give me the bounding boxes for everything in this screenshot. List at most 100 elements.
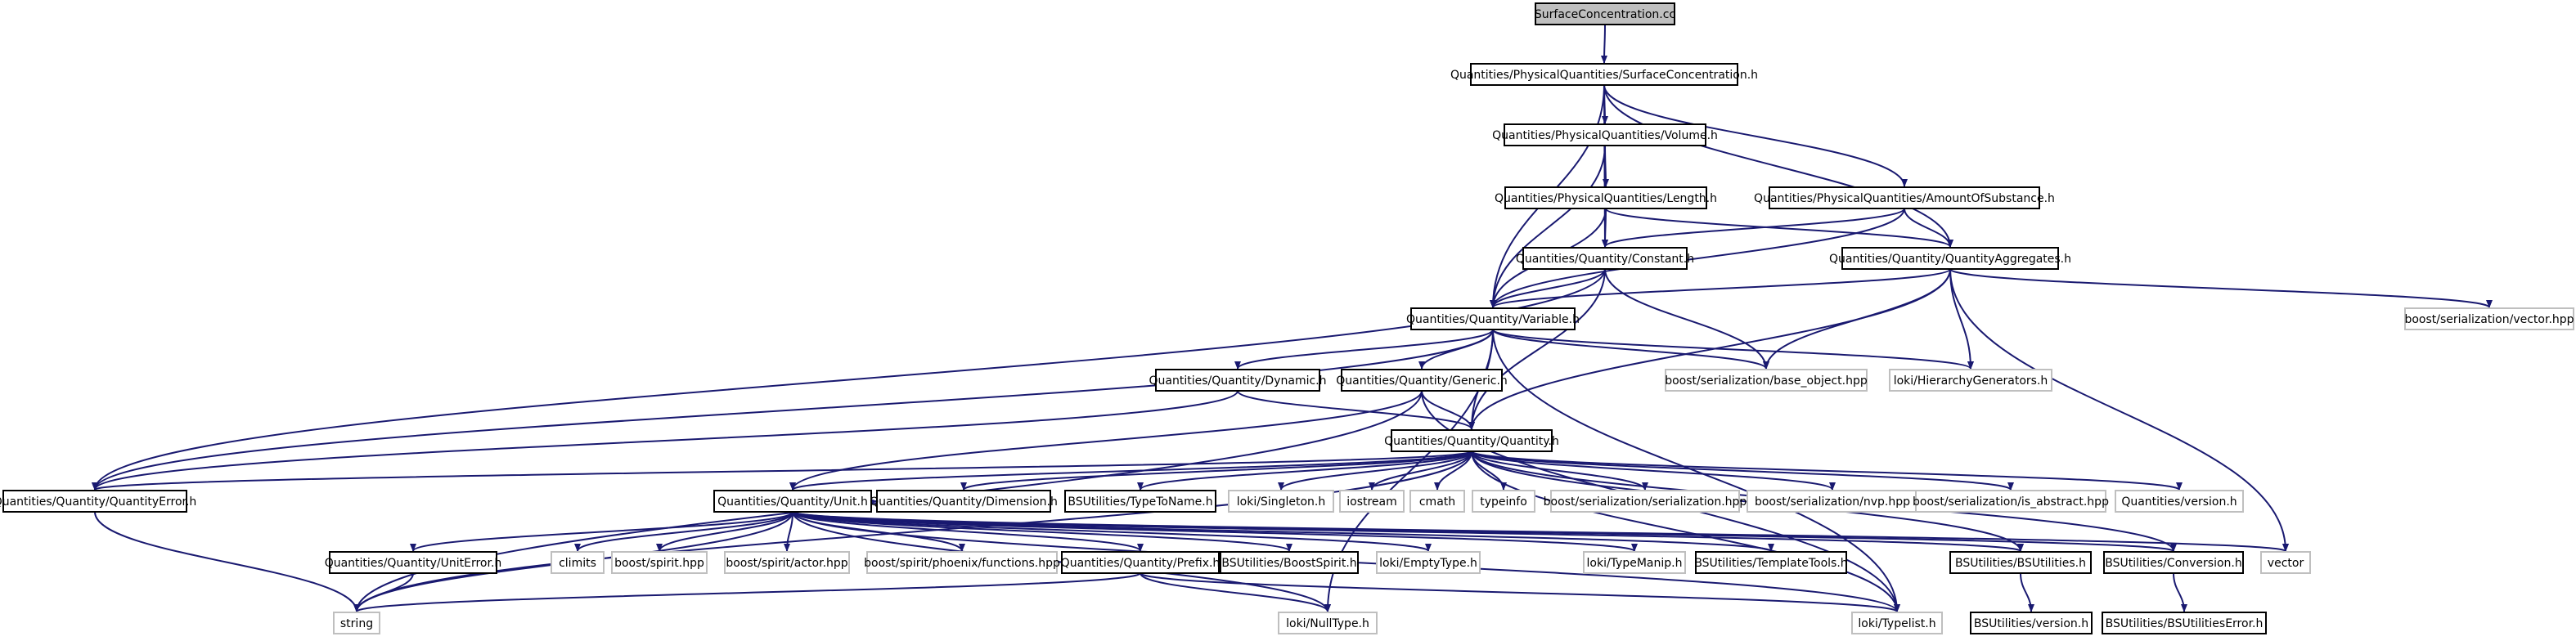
node-box bbox=[1064, 490, 1216, 513]
node-box bbox=[1220, 551, 1359, 574]
node-quantities-quantity-variable-h[interactable]: Quantities/Quantity/Variable.h bbox=[1406, 307, 1580, 330]
node-bsutilities-bsutilitieserror-h[interactable]: BSUtilities/BSUtilitiesError.h bbox=[2102, 612, 2267, 634]
edge-quantities-quantity-dynamic-h-to-quantities-quantity-quantity-h bbox=[1237, 390, 1475, 430]
node-boost-spirit-hpp: boost/spirit.hpp bbox=[611, 551, 708, 574]
node-loki-typelist-h: loki/Typelist.h bbox=[1851, 612, 1943, 634]
node-box bbox=[1665, 369, 1868, 392]
node-quantities-quantity-quantityaggregates-h[interactable]: Quantities/Quantity/QuantityAggregates.h bbox=[1829, 247, 2071, 270]
node-bsutilities-templatetools-h[interactable]: BSUtilities/TemplateTools.h bbox=[1694, 551, 1848, 574]
edge-quantities-quantity-unit-h-to-bsutilities-bsutilities-h bbox=[792, 511, 2024, 552]
node-label: boost/spirit/actor.hpp bbox=[726, 557, 847, 570]
node-boost-spirit-phoenix-functions-hpp: boost/spirit/phoenix/functions.hpp bbox=[864, 551, 1060, 574]
node-label: loki/EmptyType.h bbox=[1379, 557, 1477, 570]
edge-quantities-quantity-quantity-h-to-quantities-quantity-unit-h bbox=[789, 450, 1472, 491]
node-quantities-quantity-constant-h[interactable]: Quantities/Quantity/Constant.h bbox=[1516, 247, 1694, 270]
node-label: Quantities/Quantity/Variable.h bbox=[1406, 313, 1580, 326]
node-box bbox=[2, 490, 187, 513]
node-label: boost/serialization/vector.hpp bbox=[2404, 313, 2574, 326]
node-bsutilities-boostspirit-h[interactable]: BSUtilities/BoostSpirit.h bbox=[1220, 551, 1359, 574]
node-label: Quantities/Quantity/Generic.h bbox=[1336, 374, 1508, 388]
node-box bbox=[611, 551, 708, 574]
node-box bbox=[1583, 551, 1686, 574]
edge-quantities-quantity-quantity-h-to-quantities-version-h bbox=[1471, 450, 2183, 491]
node-label: boost/serialization/nvp.hpp bbox=[1755, 495, 1910, 509]
node-label: cmath bbox=[1419, 495, 1455, 509]
node-quantities-quantity-prefix-h[interactable]: Quantities/Quantity/Prefix.h bbox=[1061, 551, 1221, 574]
node-box bbox=[1695, 551, 1847, 574]
node-box bbox=[1391, 429, 1553, 452]
edge-quantities-quantity-quantity-h-to-loki-typelist-h bbox=[1471, 450, 1900, 612]
edge-quantities-quantity-quantity-h-to-bsutilities-typetoname-h bbox=[1137, 450, 1472, 491]
node-label: Quantities/Quantity/Constant.h bbox=[1516, 253, 1694, 266]
node-label: vector bbox=[2268, 557, 2304, 570]
node-bsutilities-version-h[interactable]: BSUtilities/version.h bbox=[1970, 612, 2093, 634]
node-quantities-quantity-quantityerror-h[interactable]: Quantities/Quantity/QuantityError.h bbox=[0, 490, 196, 513]
node-quantities-version-h: Quantities/version.h bbox=[2115, 490, 2244, 513]
node-box bbox=[2115, 490, 2244, 513]
node-box bbox=[551, 551, 605, 574]
node-box bbox=[713, 490, 872, 513]
node-quantities-physicalquantities-volume-h[interactable]: Quantities/PhysicalQuantities/Volume.h bbox=[1492, 123, 1718, 146]
edge-quantities-quantity-variable-h-to-boost-serialization-base-object-hpp bbox=[1492, 329, 1769, 370]
node-boost-serialization-is-abstract-hpp: boost/serialization/is_abstract.hpp bbox=[1913, 490, 2109, 513]
node-label: Quantities/Quantity/Dynamic.h bbox=[1149, 374, 1326, 388]
node-label: climits bbox=[559, 557, 596, 570]
node-quantities-physicalquantities-length-h[interactable]: Quantities/PhysicalQuantities/Length.h bbox=[1495, 186, 1717, 209]
node-box bbox=[1535, 2, 1675, 25]
edge-quantities-physicalquantities-amountofsubstance-h-to-quantities-quantity-quantityaggregates-h bbox=[1904, 208, 1953, 248]
node-loki-hierarchygenerators-h: loki/HierarchyGenerators.h bbox=[1889, 369, 2052, 392]
edge-quantities-quantity-quantityaggregates-h-to-quantities-quantity-quantity-h bbox=[1468, 268, 1951, 430]
edge-quantities-physicalquantities-volume-h-to-quantities-quantity-variable-h bbox=[1490, 145, 1606, 308]
edge-quantities-quantity-quantity-h-to-iostream bbox=[1369, 450, 1472, 491]
node-bsutilities-bsutilities-h[interactable]: BSUtilities/BSUtilities.h bbox=[1949, 551, 2092, 574]
edge-quantities-quantity-variable-h-to-loki-hierarchygenerators-h bbox=[1492, 329, 1974, 370]
edge-quantities-quantity-dynamic-h-to-quantities-quantity-quantityerror-h bbox=[92, 390, 1239, 491]
node-box bbox=[1278, 612, 1378, 634]
node-label: Quantities/Quantity/Prefix.h bbox=[1061, 557, 1221, 570]
node-label: Quantities/Quantity/QuantityError.h bbox=[0, 495, 196, 509]
edge-quantities-quantity-quantity-h-to-boost-serialization-serialization-hpp bbox=[1471, 450, 1648, 491]
node-label: boost/spirit/phoenix/functions.hpp bbox=[864, 557, 1060, 570]
edge-quantities-quantity-quantityaggregates-h-to-quantities-quantity-variable-h bbox=[1490, 268, 1951, 308]
node-box bbox=[1747, 490, 1918, 513]
node-quantities-quantity-generic-h[interactable]: Quantities/Quantity/Generic.h bbox=[1336, 369, 1508, 392]
node-boost-serialization-vector-hpp: boost/serialization/vector.hpp bbox=[2404, 307, 2574, 330]
node-label: BSUtilities/TemplateTools.h bbox=[1694, 557, 1847, 570]
node-box bbox=[1472, 490, 1535, 513]
node-quantities-physicalquantities-surfaceconcentration-h[interactable]: Quantities/PhysicalQuantities/SurfaceCon… bbox=[1450, 63, 1758, 86]
node-label: Quantities/PhysicalQuantities/AmountOfSu… bbox=[1754, 192, 2055, 205]
node-label: BSUtilities/version.h bbox=[1974, 617, 2088, 630]
edge-quantities-quantity-variable-h-to-quantities-quantity-dynamic-h bbox=[1234, 329, 1494, 370]
edge-quantities-physicalquantities-amountofsubstance-h-to-quantities-quantity-variable-h bbox=[1490, 208, 1905, 308]
edge-quantities-quantity-unit-h-to-loki-emptytype-h bbox=[792, 511, 1432, 552]
node-bsutilities-conversion-h[interactable]: BSUtilities/Conversion.h bbox=[2103, 551, 2244, 574]
node-quantities-quantity-uniterror-h[interactable]: Quantities/Quantity/UnitError.h bbox=[325, 551, 502, 574]
node-box bbox=[2103, 551, 2244, 574]
edge-quantities-quantity-generic-h-to-quantities-quantity-unit-h bbox=[789, 390, 1423, 491]
node-box bbox=[329, 551, 497, 574]
node-label: BSUtilities/BSUtilities.h bbox=[1955, 557, 2086, 570]
edge-quantities-physicalquantities-surfaceconcentration-h-to-quantities-quantity-quantityaggregates-h bbox=[1603, 84, 1953, 248]
edge-quantities-quantity-prefix-h-to-loki-nulltype-h bbox=[1140, 572, 1331, 612]
node-box bbox=[1970, 612, 2093, 634]
edge-quantities-quantity-quantity-h-to-boost-serialization-nvp-hpp bbox=[1471, 450, 1836, 491]
edge-quantities-quantity-prefix-h-to-loki-typelist-h bbox=[1140, 572, 1900, 612]
node-quantities-quantity-dimension-h[interactable]: Quantities/Quantity/Dimension.h bbox=[870, 490, 1058, 513]
edge-quantities-quantity-unit-h-to-climits bbox=[574, 511, 793, 552]
node-quantities-quantity-quantity-h[interactable]: Quantities/Quantity/Quantity.h bbox=[1384, 429, 1559, 452]
node-bsutilities-typetoname-h[interactable]: BSUtilities/TypeToName.h bbox=[1064, 490, 1216, 513]
node-quantities-quantity-dynamic-h[interactable]: Quantities/Quantity/Dynamic.h bbox=[1149, 369, 1327, 392]
node-surfaceconcentration-cc[interactable]: SurfaceConcentration.cc bbox=[1535, 2, 1675, 25]
node-box bbox=[1915, 490, 2106, 513]
node-quantities-physicalquantities-amountofsubstance-h[interactable]: Quantities/PhysicalQuantities/AmountOfSu… bbox=[1754, 186, 2055, 209]
edge-quantities-quantity-unit-h-to-bsutilities-boostspirit-h bbox=[792, 511, 1292, 552]
node-label: BSUtilities/BSUtilitiesError.h bbox=[2106, 617, 2264, 630]
edge-quantities-quantity-unit-h-to-boost-spirit-hpp bbox=[656, 511, 793, 552]
node-box bbox=[876, 490, 1051, 513]
edge-quantities-quantity-quantity-h-to-boost-serialization-is-abstract-hpp bbox=[1471, 450, 2014, 491]
node-quantities-quantity-unit-h[interactable]: Quantities/Quantity/Unit.h bbox=[713, 490, 872, 513]
node-label: BSUtilities/BoostSpirit.h bbox=[1221, 557, 1356, 570]
node-label: Quantities/Quantity/UnitError.h bbox=[325, 557, 502, 570]
node-box bbox=[1228, 490, 1334, 513]
